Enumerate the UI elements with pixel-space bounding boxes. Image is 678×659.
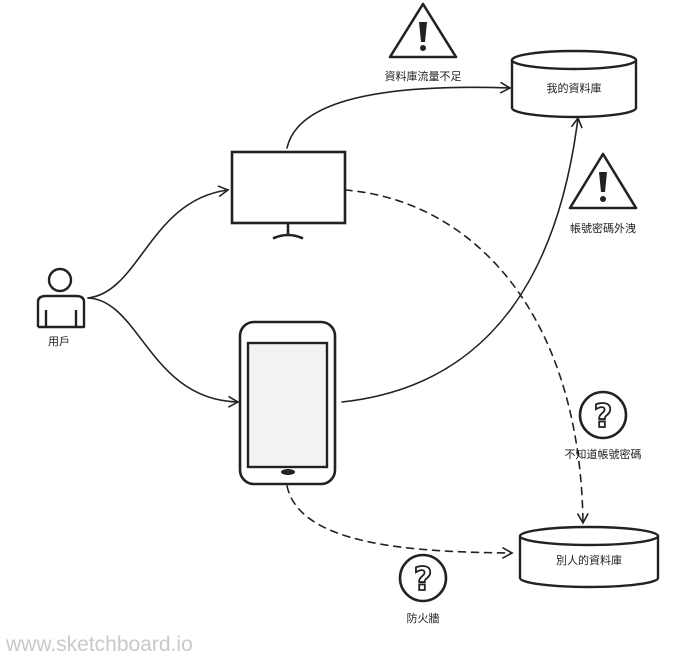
- credential-leak-warning-label: 帳號密碼外洩: [570, 221, 636, 235]
- desktop-monitor-icon: [230, 150, 347, 240]
- my-database-label: 我的資料庫: [547, 81, 602, 95]
- watermark: www.sketchboard.io: [5, 633, 193, 656]
- warning-triangle-icon: [388, 2, 458, 59]
- edge-desktop-to-mydb: [286, 81, 512, 149]
- svg-text:?: ?: [414, 560, 433, 598]
- question-circle-icon: ?: [398, 553, 448, 603]
- edge-user-to-phone: [87, 297, 240, 408]
- edge-phone-to-mydb: [341, 116, 583, 403]
- edge-user-to-desktop: [87, 185, 230, 299]
- unknown-credentials-label: 不知道帳號密碼: [565, 447, 642, 461]
- db-traffic-warning-label: 資料庫流量不足: [385, 69, 462, 83]
- user-label: 用戶: [48, 335, 70, 348]
- smartphone-icon: [238, 320, 337, 486]
- edge-phone-to-otherdb-dashed: [286, 485, 514, 559]
- question-circle-icon: ?: [578, 390, 628, 440]
- my-database: [510, 49, 638, 119]
- firewall-label: 防火牆: [407, 611, 440, 625]
- other-database-label: 別人的資料庫: [556, 553, 622, 567]
- edge-desktop-to-otherdb-dashed: [344, 189, 589, 525]
- warning-triangle-icon: [568, 152, 638, 210]
- person-icon: [36, 267, 86, 329]
- other-database: [518, 525, 660, 589]
- svg-text:?: ?: [594, 397, 613, 435]
